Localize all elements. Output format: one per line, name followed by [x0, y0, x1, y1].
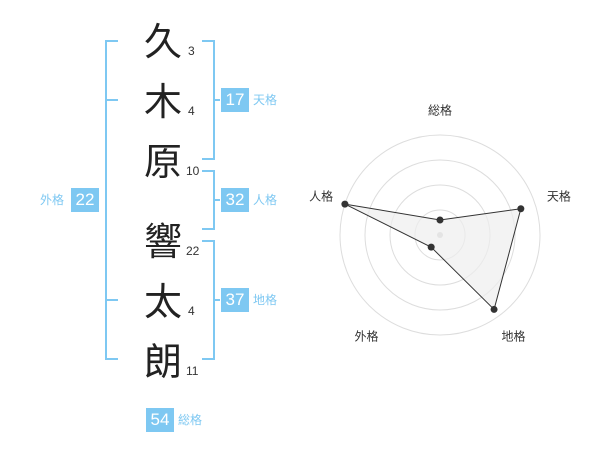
name-char-3: 原 [143, 140, 182, 184]
soukaku-value-badge: 54 [146, 408, 174, 432]
tenkaku-label: 天格 [253, 93, 278, 107]
radar-axis-label: 外格 [354, 329, 379, 344]
gaikaku-label: 外格 [40, 193, 65, 207]
radar-point [436, 216, 444, 224]
radar-axis-label: 総格 [427, 103, 453, 118]
name-char-1: 久 [143, 20, 182, 64]
radar-point [427, 243, 435, 251]
radar-point [490, 305, 498, 313]
radar-ring [364, 159, 516, 311]
name-char-5: 太 [143, 280, 182, 324]
chikaku-value-badge: 37 [221, 288, 249, 312]
radar-series-area [344, 203, 522, 311]
stroke-count-5: 4 [188, 304, 195, 318]
soukaku-label: 総格 [178, 413, 203, 427]
tenkaku-value-badge: 17 [221, 88, 249, 112]
stroke-count-1: 3 [188, 44, 195, 58]
stroke-count-4: 22 [186, 244, 200, 258]
radar-axis-label: 地格 [501, 329, 526, 344]
radar-point [517, 205, 525, 213]
stroke-count-3: 10 [186, 164, 200, 178]
name-char-2: 木 [143, 80, 182, 124]
stroke-count-6: 11 [186, 364, 199, 378]
radar-ring [339, 134, 541, 336]
gaikaku-bracket [105, 40, 118, 360]
jinkaku-label: 人格 [253, 193, 278, 207]
radar-axis-label: 人格 [309, 189, 334, 204]
name-char-4: 響 [143, 220, 182, 264]
gaikaku-value-badge: 22 [71, 188, 99, 212]
radar-point [341, 200, 349, 208]
jinkaku-value-badge: 32 [221, 188, 249, 212]
stroke-count-2: 4 [188, 104, 195, 118]
radar-axis-label: 天格 [546, 189, 571, 204]
name-char-6: 朗 [143, 340, 182, 384]
chikaku-label: 地格 [253, 293, 278, 307]
